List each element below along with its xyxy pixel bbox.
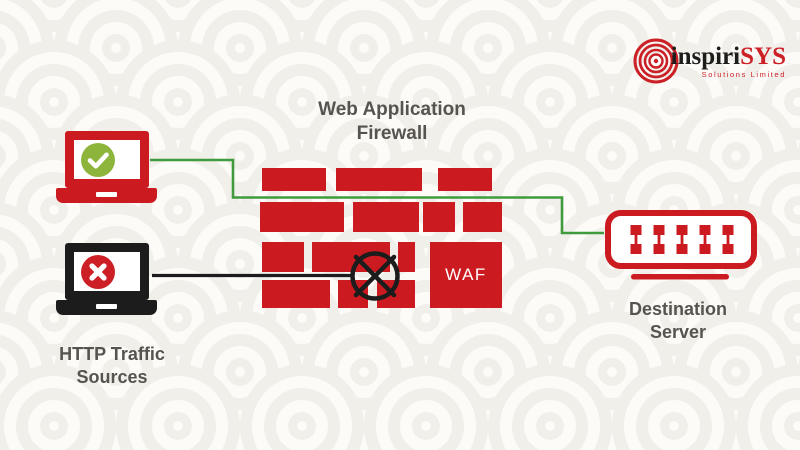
wall-brick	[377, 280, 415, 308]
server-port	[630, 225, 642, 254]
destination-server-label: Destination Server	[628, 299, 727, 343]
traffic-sources-label: HTTP Traffic Sources	[59, 344, 165, 388]
server-icon	[600, 208, 760, 293]
wall-brick	[423, 202, 455, 232]
waf-label: WAF	[445, 265, 487, 284]
wall-brick	[312, 242, 390, 272]
wall-brick	[438, 168, 492, 191]
wall-brick	[260, 202, 344, 232]
error-x-icon	[81, 255, 115, 289]
logo-tagline: Solutions Limited	[701, 69, 786, 79]
laptop-notch	[96, 192, 117, 197]
laptop-notch	[96, 304, 117, 309]
server-port	[653, 225, 665, 254]
laptop-base	[56, 188, 157, 203]
wall-brick	[353, 202, 419, 232]
logo-wordmark: inspiriSYS	[670, 42, 786, 70]
wall-brick	[262, 242, 304, 272]
wall-brick	[398, 242, 415, 272]
server-base-line	[631, 274, 729, 280]
laptop-blocked-icon	[56, 243, 157, 315]
server-port	[722, 225, 734, 254]
logo-rings-icon	[633, 38, 679, 84]
server-port	[676, 225, 688, 254]
laptop-base	[56, 300, 157, 315]
wall-brick	[262, 280, 330, 308]
wall-brick	[338, 280, 368, 308]
wall-brick	[262, 168, 326, 191]
laptop-allowed-icon	[56, 131, 157, 203]
wall-brick	[463, 202, 502, 232]
server-port	[699, 225, 711, 254]
laptop-screen	[65, 243, 149, 300]
inspirisys-logo: inspiriSYS Solutions Limited	[632, 37, 786, 85]
waf-brick: WAF	[430, 242, 502, 308]
diagram-title: Web Application Firewall	[318, 99, 466, 145]
wall-brick	[336, 168, 422, 191]
check-icon	[81, 143, 115, 177]
